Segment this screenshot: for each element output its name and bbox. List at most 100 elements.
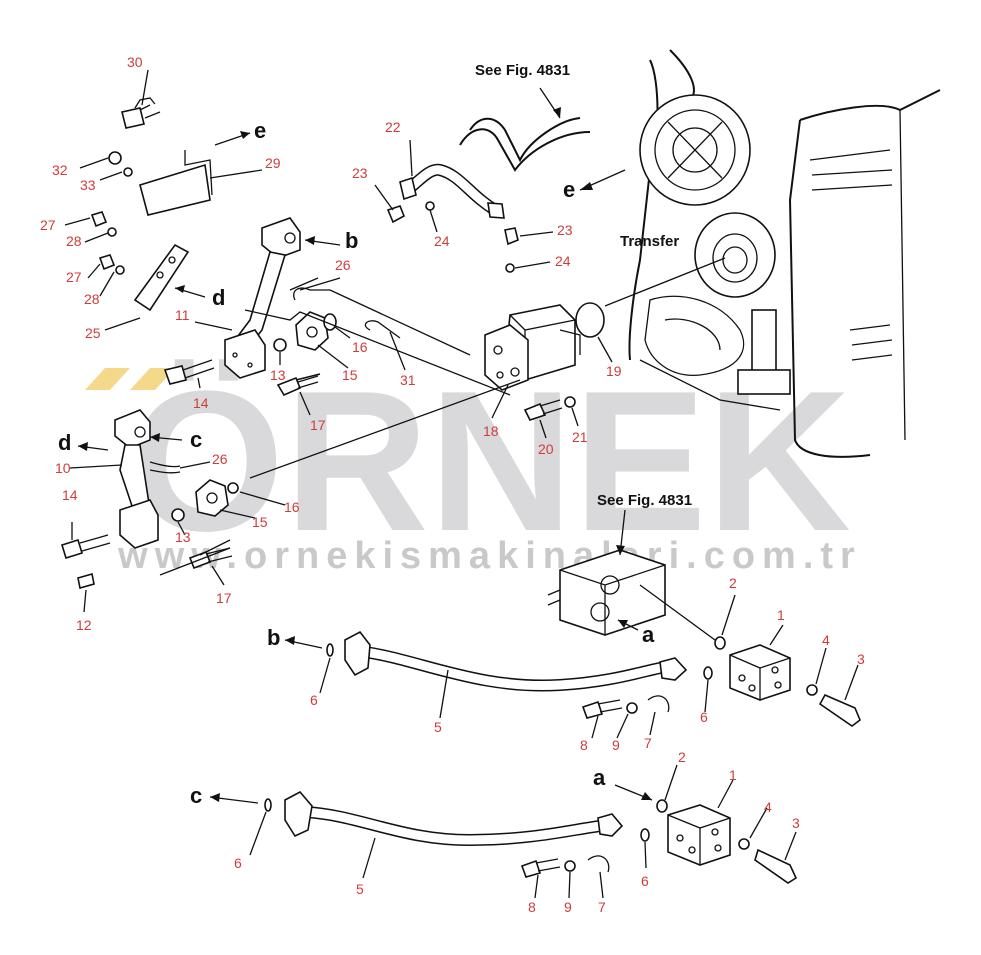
direction-arrows: [77, 87, 653, 804]
o-ring: [640, 828, 650, 842]
hose-5-lower: [284, 790, 624, 847]
callout-17: 17: [310, 417, 326, 433]
callout-26: 26: [335, 257, 351, 273]
elbow-pipe-upper: [224, 217, 301, 379]
callout-13: 13: [270, 367, 286, 383]
callout-6: 6: [641, 873, 649, 889]
hydraulic-pump: [484, 304, 581, 391]
callout-13: 13: [175, 529, 191, 545]
callout-6: 6: [234, 855, 242, 871]
callout-28: 28: [84, 291, 100, 307]
callout-24: 24: [555, 253, 571, 269]
callout-22: 22: [385, 119, 401, 135]
callout-16: 16: [284, 499, 300, 515]
o-ring: [326, 643, 334, 657]
callout-21: 21: [572, 429, 588, 445]
callout-25: 25: [85, 325, 101, 341]
callout-4: 4: [822, 632, 830, 648]
mounting-plate: [90, 211, 190, 312]
callout-8: 8: [580, 737, 588, 753]
callout-26: 26: [212, 451, 228, 467]
callout-6: 6: [700, 709, 708, 725]
callout-2: 2: [729, 575, 737, 591]
bolt: [754, 848, 798, 884]
ref-hose-top: [469, 117, 581, 163]
connector-c: c: [190, 783, 202, 808]
see-fig-label-mid: See Fig. 4831: [597, 492, 692, 509]
callout-27: 27: [66, 269, 82, 285]
see-fig-label-top: See Fig. 4831: [475, 62, 570, 79]
callout-24: 24: [434, 233, 450, 249]
callout-27: 27: [40, 217, 56, 233]
callout-9: 9: [612, 737, 620, 753]
watermark-accent: [85, 368, 130, 390]
o-ring: [703, 666, 713, 680]
callout-20: 20: [538, 441, 554, 457]
bolt: [581, 700, 604, 719]
connector-e: e: [563, 177, 575, 202]
callout-19: 19: [606, 363, 622, 379]
callout-11: 11: [175, 307, 190, 323]
connector-b: b: [267, 625, 280, 650]
mounting-bracket: [108, 97, 213, 216]
leader-lines: [64, 69, 859, 899]
callout-2: 2: [678, 749, 686, 765]
connector-a: a: [593, 765, 606, 790]
callout-12: 12: [76, 617, 92, 633]
hose-22: [386, 163, 519, 273]
bolt: [523, 402, 547, 421]
callout-14: 14: [62, 487, 78, 503]
connector-c: c: [190, 427, 202, 452]
callout-7: 7: [644, 735, 652, 751]
o-ring: [656, 799, 668, 813]
transfer-label: Transfer: [620, 233, 679, 250]
callout-10: 10: [55, 460, 71, 476]
connector-e: e: [254, 118, 266, 143]
callout-31: 31: [400, 372, 416, 388]
callout-29: 29: [265, 155, 281, 171]
callout-numbers: 30 32 33 29 27 28 27 28 25 11 26 16 15 1…: [40, 54, 865, 915]
callout-8: 8: [528, 899, 536, 915]
u-bolt: [364, 320, 401, 339]
hose-5-upper: [344, 630, 688, 692]
callout-4: 4: [764, 799, 772, 815]
clamp: [587, 855, 610, 873]
clamp: [647, 695, 670, 713]
connector-d: d: [58, 430, 71, 455]
callout-15: 15: [252, 514, 268, 530]
callout-3: 3: [857, 651, 865, 667]
o-ring: [264, 798, 272, 812]
transmission-housing: [628, 49, 941, 458]
ref-hose-top: [459, 128, 591, 172]
callout-6: 6: [310, 692, 318, 708]
flange-upper: [163, 311, 337, 397]
washer: [806, 684, 818, 696]
callout-5: 5: [356, 881, 364, 897]
callout-23: 23: [557, 222, 573, 238]
callout-17: 17: [216, 590, 232, 606]
callout-30: 30: [127, 54, 143, 70]
callout-33: 33: [80, 177, 96, 193]
block-lower: [667, 804, 731, 866]
watermark-accent: [130, 368, 175, 390]
elbow-pipe-lower: [114, 409, 181, 549]
callout-3: 3: [792, 815, 800, 831]
connector-b: b: [345, 228, 358, 253]
callout-23: 23: [352, 165, 368, 181]
watermark-site: www.ornekismakinalari.com.tr: [117, 535, 862, 577]
washer: [738, 838, 750, 850]
callout-14: 14: [193, 395, 209, 411]
connector-a: a: [642, 622, 655, 647]
bolt: [818, 693, 861, 727]
callout-16: 16: [352, 339, 368, 355]
callout-28: 28: [66, 233, 82, 249]
callout-1: 1: [729, 767, 737, 783]
flange-lower: [61, 479, 239, 590]
callout-1: 1: [777, 607, 785, 623]
o-ring: [714, 636, 726, 650]
u-bolt: [293, 287, 330, 301]
block-upper: [729, 644, 791, 701]
connector-d: d: [212, 285, 225, 310]
